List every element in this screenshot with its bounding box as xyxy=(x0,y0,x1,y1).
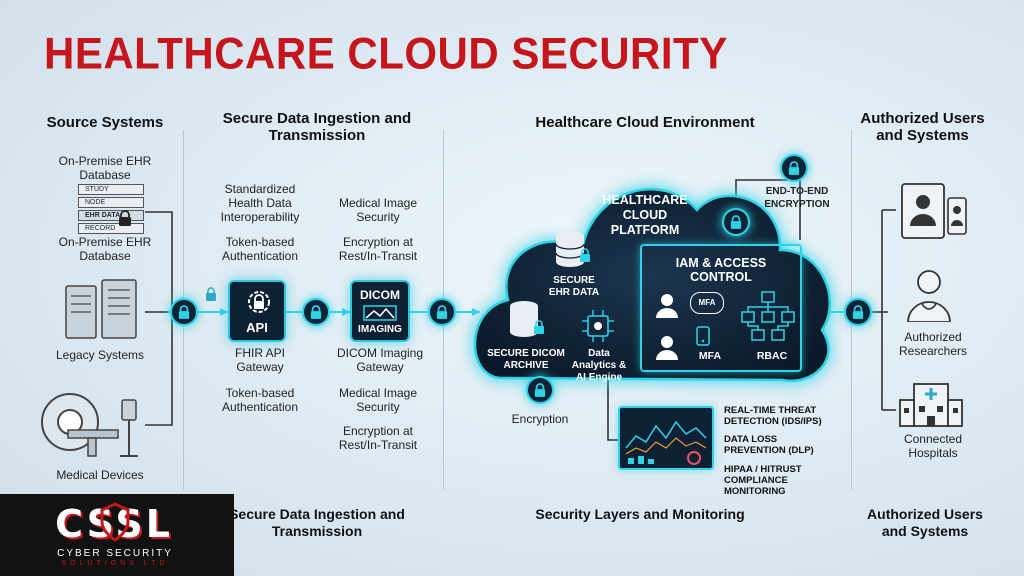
lock-icon xyxy=(310,305,322,319)
api-label: API xyxy=(246,320,268,335)
lock-icon xyxy=(852,305,864,319)
shield-icon xyxy=(100,502,130,542)
lock-connector-2 xyxy=(302,298,330,326)
user-icon xyxy=(656,336,678,360)
api-gateway-node: API xyxy=(228,280,286,342)
monitoring-dashboard xyxy=(618,406,714,470)
logo-line2: SOLUTIONS LTD xyxy=(61,560,169,567)
lock-icon xyxy=(178,305,190,319)
iam-title: IAM & ACCESS CONTROL xyxy=(675,256,767,284)
header-authorized-users: Authorized Users and Systems xyxy=(860,110,985,144)
hospital-icon xyxy=(899,383,963,427)
footer-users: Authorized Users and Systems xyxy=(867,506,983,539)
iam-box xyxy=(640,244,802,372)
lock-icon xyxy=(534,383,546,397)
ehr-database-label-top: On-Premise EHR Database xyxy=(58,154,152,182)
rbac-label: RBAC xyxy=(756,350,788,362)
header-cloud-environment: Healthcare Cloud Environment xyxy=(535,114,755,131)
header-source-systems: Source Systems xyxy=(46,114,164,131)
secure-dicom-archive-label: SECURE DICOM ARCHIVE xyxy=(487,348,565,371)
lock-icon xyxy=(788,161,800,175)
mri-scanner-icon xyxy=(41,393,138,457)
user-icon xyxy=(656,294,678,318)
footer-monitoring: Security Layers and Monitoring xyxy=(535,506,745,522)
cloud-shape xyxy=(473,187,832,383)
mfa-badge-label: MFA xyxy=(698,298,716,307)
token-auth-label-top: Token-based Authentication xyxy=(221,235,299,263)
rbac-tree-icon xyxy=(741,291,795,341)
hipaa-label: HIPAA / HITRUST COMPLIANCE MONITORING xyxy=(724,464,802,497)
threat-detection-label: REAL-TIME THREAT DETECTION (IDS/IPS) xyxy=(724,405,822,427)
gear-lock-icon xyxy=(248,291,270,313)
medical-devices-label: Medical Devices xyxy=(56,468,144,482)
ehr-row: NODE xyxy=(78,197,144,208)
hospitals-label: Connected Hospitals xyxy=(903,432,963,460)
phone-icon xyxy=(696,326,710,346)
lock-cloud-top xyxy=(722,208,750,236)
lock-connector-4 xyxy=(844,298,872,326)
server-icon xyxy=(65,279,137,339)
telehealth-devices-icon xyxy=(901,183,967,239)
e2e-encryption-label: END-TO-END ENCRYPTION xyxy=(764,186,830,210)
lock-icon xyxy=(119,210,131,226)
ai-chip-icon xyxy=(582,310,614,342)
researchers-label: Authorized Researchers xyxy=(898,330,968,358)
dicom-gateway-label: DICOM Imaging Gateway xyxy=(336,346,424,374)
ehr-database-label-bottom: On-Premise EHR Database xyxy=(58,235,152,263)
image-icon xyxy=(363,305,397,321)
secure-ehr-label: SECURE EHR DATA xyxy=(548,275,600,298)
key-lock-icon xyxy=(206,287,216,301)
dicom-label: DICOM xyxy=(360,288,400,302)
legacy-systems-label: Legacy Systems xyxy=(55,348,145,362)
mfa-badge: MFA xyxy=(690,292,724,314)
logo-line1: CYBER SECURITY xyxy=(57,548,173,559)
ehr-row: EHR DATA xyxy=(78,210,144,221)
ehr-row: STUDY xyxy=(78,184,144,195)
imaging-label: IMAGING xyxy=(358,324,402,335)
lock-e2e xyxy=(780,154,808,182)
lock-encryption xyxy=(526,376,554,404)
lock-icon xyxy=(730,215,742,229)
ehr-row: RECORD xyxy=(78,223,144,234)
lock-connector-1 xyxy=(170,298,198,326)
footer-ingestion: Secure Data Ingestion and Transmission xyxy=(229,506,405,539)
lock-icon xyxy=(436,305,448,319)
standardized-data-label: Standardized Health Data Interoperabilit… xyxy=(220,182,300,224)
image-security-label-top: Medical Image Security xyxy=(338,196,418,224)
dashboard-chart-icon xyxy=(625,420,707,465)
token-auth-label-bottom: Token-based Authentication xyxy=(221,386,299,414)
image-security-label-bottom: Medical Image Security xyxy=(338,386,418,414)
fhir-gateway-label: FHIR API Gateway xyxy=(234,346,285,374)
encryption-label: Encryption xyxy=(511,412,569,426)
researcher-icon xyxy=(907,270,951,322)
company-logo: CSSL CYBER SECURITY SOLUTIONS LTD xyxy=(0,494,234,576)
encryption-label-bottom: Encryption at Rest/In-Transit xyxy=(338,424,418,452)
encryption-label-top: Encryption at Rest/In-Transit xyxy=(338,235,418,263)
lock-connector-3 xyxy=(428,298,456,326)
dlp-label: DATA LOSS PREVENTION (DLP) xyxy=(724,434,814,456)
archive-icon xyxy=(510,301,544,337)
ehr-database-icon: STUDY NODE EHR DATA RECORD xyxy=(78,184,144,234)
cloud-platform-title: HEALTHCARE CLOUD PLATFORM xyxy=(602,193,688,237)
header-ingestion: Secure Data Ingestion and Transmission xyxy=(222,110,412,144)
mfa-label: MFA xyxy=(698,350,722,362)
analytics-label: Data Analytics & AI Engine xyxy=(571,348,627,383)
page-title: HEALTHCARE CLOUD SECURITY xyxy=(44,28,728,79)
dicom-imaging-node: DICOM IMAGING xyxy=(350,280,410,342)
database-icon xyxy=(555,231,590,267)
